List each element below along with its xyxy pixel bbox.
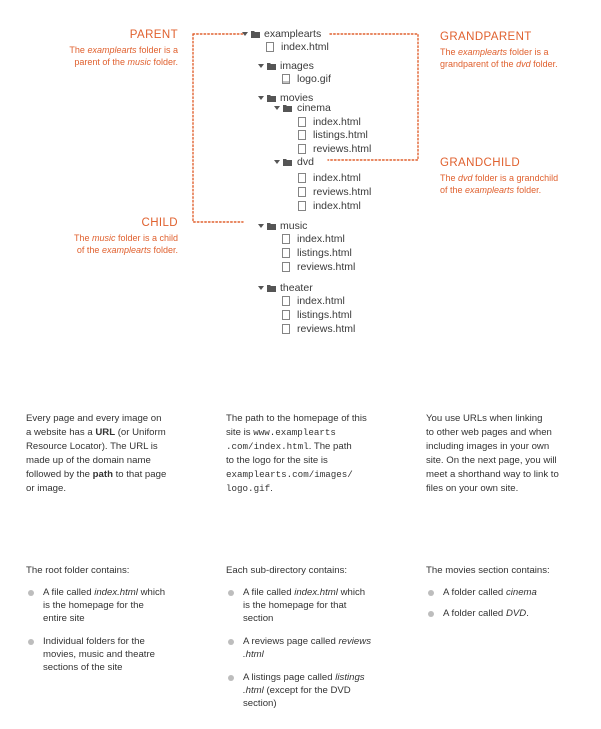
file-icon — [298, 117, 306, 127]
folder-cinema-icon — [274, 105, 292, 112]
folder-dvd-label: dvd — [297, 156, 314, 168]
list-item: A listings page called listings.html (ex… — [226, 671, 401, 710]
file-label: reviews.html — [297, 261, 356, 273]
folder-images-label: images — [280, 60, 314, 72]
parent-connector — [192, 33, 244, 223]
annotation-text: The examplearts folder is a parent of th… — [69, 45, 178, 67]
file-label: reviews.html — [313, 186, 372, 198]
folder-images-icon — [258, 63, 276, 70]
paragraph-links: You use URLs when linking to other web p… — [426, 413, 559, 494]
annotation-title: GRANDCHILD — [440, 157, 521, 169]
file-label: reviews.html — [297, 323, 356, 335]
list-heading: The movies section contains: — [426, 565, 550, 576]
annotation-title: GRANDPARENT — [440, 31, 532, 43]
paragraph-path: The path to the homepage of this site is… — [226, 413, 367, 494]
file-icon — [298, 173, 306, 183]
file-icon — [282, 262, 290, 272]
file-icon — [282, 234, 290, 244]
file-label: index.html — [281, 41, 329, 53]
file-icon — [282, 296, 290, 306]
file-icon — [282, 248, 290, 258]
list-heading: The root folder contains: — [26, 565, 130, 576]
annotation-child: CHILD The music folder is a child of the… — [20, 216, 178, 256]
folder-dvd-icon — [274, 159, 292, 166]
list-item: A folder called DVD. — [426, 607, 596, 620]
folder-examplearts-label: examplearts — [264, 28, 322, 40]
file-icon — [282, 74, 290, 84]
folder-movies-label: movies — [280, 92, 314, 104]
grandparent-connector — [327, 33, 419, 161]
file-icon — [298, 201, 306, 211]
annotation-title: PARENT — [129, 29, 178, 41]
file-icon — [298, 144, 306, 154]
list-root-folder: The root folder contains: A file called … — [26, 564, 196, 684]
annotation-parent: PARENT The examplearts folder is a paren… — [20, 28, 178, 68]
file-label: logo.gif — [297, 73, 331, 85]
folder-theater-icon — [258, 285, 276, 292]
list-heading: Each sub-directory contains: — [226, 565, 348, 576]
file-label: index.html — [297, 295, 345, 307]
file-icon — [282, 310, 290, 320]
file-icon — [266, 42, 274, 52]
list-subdirectory: Each sub-directory contains: A file call… — [226, 564, 401, 720]
file-label: listings.html — [297, 247, 352, 259]
annotation-grandparent: GRANDPARENT The examplearts folder is a … — [440, 30, 590, 70]
list-movies-section: The movies section contains: A folder ca… — [426, 564, 596, 630]
file-label: reviews.html — [313, 143, 372, 155]
folder-examplearts-icon — [242, 31, 260, 38]
annotation-text: The examplearts folder is a grandparent … — [440, 47, 558, 69]
folder-movies-icon — [258, 95, 276, 102]
folder-music-label: music — [280, 220, 308, 232]
annotation-text: The dvd folder is a grandchild of the ex… — [440, 173, 559, 195]
file-label: index.html — [297, 233, 345, 245]
file-icon — [298, 130, 306, 140]
annotation-title: CHILD — [141, 217, 178, 229]
paragraph-url: Every page and every image on a website … — [26, 413, 167, 494]
annotation-grandchild: GRANDCHILD The dvd folder is a grandchil… — [440, 156, 590, 196]
file-icon — [282, 324, 290, 334]
folder-music-icon — [258, 223, 276, 230]
list-item: A folder called cinema — [426, 586, 596, 599]
file-label: index.html — [313, 116, 361, 128]
annotation-text: The music folder is a child of the examp… — [73, 233, 178, 255]
file-label: index.html — [313, 172, 361, 184]
file-label: listings.html — [313, 129, 368, 141]
list-item: A reviews page called reviews.html — [226, 635, 401, 661]
file-icon — [298, 187, 306, 197]
file-label: listings.html — [297, 309, 352, 321]
folder-cinema-label: cinema — [297, 102, 331, 114]
file-label: index.html — [313, 200, 361, 212]
folder-theater-label: theater — [280, 282, 313, 294]
